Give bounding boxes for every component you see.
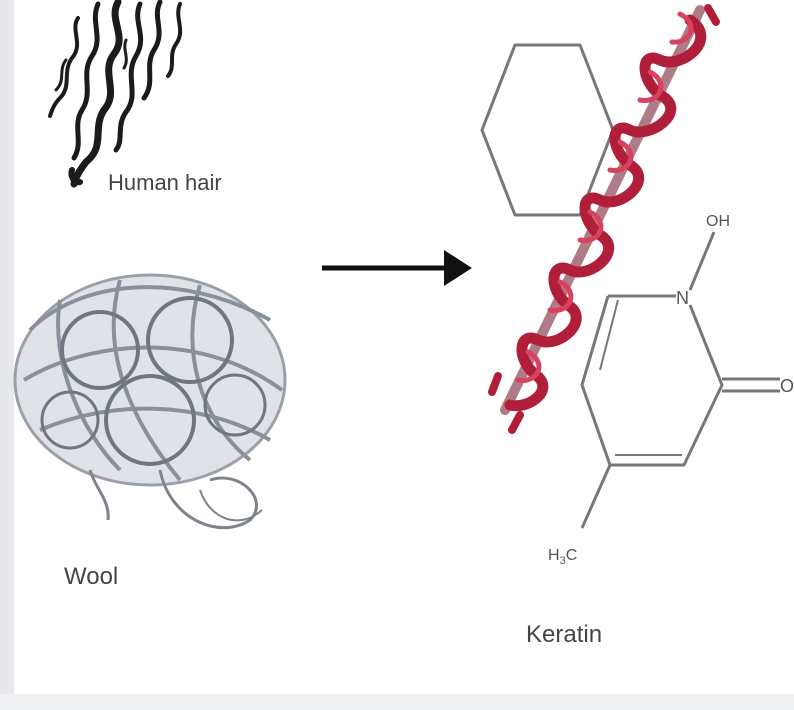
methyl-c: C (566, 547, 578, 564)
methyl-h: H (548, 547, 560, 564)
methyl-subscript: 3 (560, 555, 566, 567)
chemical-structure-diagram (480, 43, 780, 529)
human-hair-label: Human hair (108, 170, 222, 195)
left-margin-strip (0, 0, 14, 710)
n-atom-label: N (676, 288, 689, 308)
bottom-margin-strip (0, 694, 794, 710)
keratin-helix-illustration (488, 4, 720, 434)
methyl-group-label: H3C (548, 547, 577, 567)
oh-atom-label: OH (706, 213, 730, 230)
o-atom-label: O (780, 376, 794, 396)
wool-label: Wool (64, 563, 118, 590)
human-hair-illustration (48, 0, 183, 188)
arrow-right-icon (322, 250, 472, 286)
keratin-label: Keratin (526, 621, 602, 648)
wool-fiber-illustration (13, 273, 287, 530)
